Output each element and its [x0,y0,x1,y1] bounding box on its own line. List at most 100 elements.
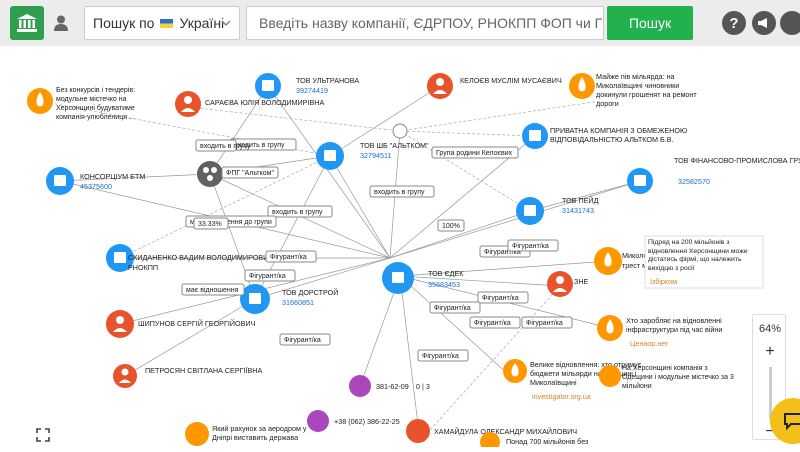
edge-tag-text: 100% [442,223,460,230]
edge-tag-participant: Фігурант/ка [279,333,331,346]
node-dorstroi[interactable]: ТОВ ДОРСТРОЙ 31660851 [240,284,338,314]
help-icon[interactable]: ? [722,11,746,35]
node-label: Майже пів мільярда: на Миколаївщині чино… [596,72,697,108]
bank-icon [529,130,541,141]
node-news-200mln[interactable]: Підряд на 200 мільйонів з відновлення Хе… [644,235,764,289]
edge-tag-text: Фігурант/ка [422,352,459,360]
node-label: ТОВ УЛЬТРАНОВА [296,76,359,85]
bank-icon [249,293,261,304]
chat-button[interactable] [770,398,800,444]
node-label: КОНСОРЦІУМ ЕТМ [80,172,145,181]
node-label: Миколо [622,251,647,260]
node-label: На Херсонщині компанія з Одещини і модул… [622,365,734,390]
zoom-level: 64% [758,323,782,335]
edge-tag-participant: Фігурант/ка [244,269,296,282]
bank-icon [634,175,646,186]
node-shypunov[interactable]: ШИПУНОВ СЕРГІЙ ГЕОРГІЙОВИЧ [106,310,256,338]
bank-icon [114,252,126,263]
node-altkom[interactable]: ТОВ ШБ "АЛЬТКОМ" 32794511 [316,141,429,170]
user-account-button[interactable] [48,8,74,38]
node-label: САРАЄВА ЮЛІЯ ВОЛОДИМИРІВНА [205,98,324,107]
bank-icon [262,80,274,91]
node-skydanenko[interactable]: СКИДАНЕНКО ВАДИМ ВОЛОДИМИРОВИЧ РНОКПП [106,244,273,272]
edge-tag-text: Фігурант/ка [270,253,307,261]
edge-tag-text: Фігурант/ка [474,319,511,327]
node-label: ЗНЕ [574,277,589,286]
edge-tag-pct-33: 33.33% [193,217,229,230]
edge-tag-text: Фігурант/ка [249,272,286,280]
ukraine-flag-icon [160,18,174,28]
node-label: Без конкурсів і тендерів: модульне місте… [56,87,136,121]
zoom-in-button[interactable]: + [765,343,775,360]
edge-tag-text: входить в групу [374,189,425,196]
node-phone-1[interactable]: 381-62-09 0 | 3 [349,375,430,397]
edge-tag-participant: Фігурант/ка [429,301,481,314]
node-news-dnipro[interactable]: Який рахунок за аеродром у Дніпрі вистав… [185,422,322,446]
node-news-big[interactable]: Велике відновлення: хто отримує бюджети … [503,359,642,401]
node-code: 39274419 [296,86,328,95]
edge-tag-entering-group: входить в групу [369,185,435,198]
flame-icon [36,92,44,107]
zoom-slider[interactable] [769,367,772,419]
home-logo-button[interactable] [10,6,44,40]
node-label: 381-62-09 [376,382,409,391]
node-code: 32794511 [360,151,391,160]
person-icon [116,316,124,324]
megaphone-icon[interactable] [752,11,776,35]
edge-tag-text: 33.33% [198,221,222,228]
user-icon [54,15,68,31]
bank-icon [17,14,37,32]
node-edk[interactable]: ТОВ ЄДЕК 35683453 [382,262,464,294]
bank-icon [324,150,336,161]
node-group-keloev[interactable]: Група родини Келоєвих [392,123,519,159]
node-extra: 0 | 3 [416,382,430,391]
node-ultranova[interactable]: ТОВ УЛЬТРАНОВА 39274419 [255,73,359,99]
node-label: Група родини Келоєвих [436,150,513,157]
node-khamaidula[interactable]: ХАМАЙДУЛА ОЛЕКСАНДР МИХАЙЛОВИЧ [406,419,577,443]
search-button[interactable]: Пошук [607,6,693,40]
graph-canvas[interactable]: ТОВ УЛЬТРАНОВА 39274419 САРАЄВА ЮЛІЯ ВОЛ… [0,46,800,452]
node-label: Хто заробляє на відновленні інфраструкту… [626,316,723,334]
node-phone-2[interactable]: +38 (062) 386-22-25 [307,410,400,432]
edge-tag-text: Фігурант/ка [526,319,563,327]
node-kelojev[interactable]: КЕЛОЄВ МУСЛІМ МУСАЄВИЧ [427,73,562,99]
node-saraieva[interactable]: САРАЄВА ЮЛІЯ ВОЛОДИМИРІВНА [175,91,324,117]
node-fpg-altkom[interactable]: ФПГ "Альтком" [197,161,279,187]
node-private-co[interactable]: ПРИВАТНА КОМПАНІЯ З ОБМЕЖЕНОЮ ВІДПОВІДАЛ… [522,123,690,149]
flame-icon [606,319,614,334]
bank-icon [392,272,404,283]
node-label: ПРИВАТНА КОМПАНІЯ З ОБМЕЖЕНОЮ ВІДПОВІДАЛ… [550,126,688,144]
fullscreen-icon[interactable] [36,428,52,444]
node-zne[interactable]: ЗНЕ [547,271,589,297]
edge-tag-has-rel: має відношення [181,283,245,296]
node-label: Який рахунок за аеродром у Дніпрі вистав… [212,424,307,442]
edge-tags: входить в групу входить в групу входить … [181,138,573,362]
node-konsortsium[interactable]: КОНСОРЦІУМ ЕТМ 45375600 [46,167,145,195]
node-label: ТОВ ДОРСТРОЙ [282,288,338,297]
edge-tag-pct-100: 100% [437,219,465,232]
relations-graph[interactable]: ТОВ УЛЬТРАНОВА 39274419 САРАЄВА ЮЛІЯ ВОЛ… [0,46,800,452]
edge-tag-text: входить в групу [234,142,285,149]
node-news-billion[interactable]: Майже пів мільярда: на Миколаївщині чино… [569,72,704,116]
edge-tag-participant: Фігурант/ка [265,250,317,263]
edge-tag-text: Фігурант/ка [484,248,521,256]
node-fin-altkom[interactable]: ТОВ ФІНАНСОВО-ПРОМИСЛОВА ГРУПА "АЛЬТКОМ"… [627,156,800,194]
country-select[interactable]: Пошук по Україні [84,6,240,40]
menu-icon[interactable] [780,11,800,35]
edge-tag-entering-group: входить в групу [195,139,251,152]
node-petrosian[interactable]: ПЕТРОСЯН СВІТЛАНА СЕРГІЇВНА [113,364,263,388]
node-code: 45375600 [80,182,112,191]
node-peid[interactable]: ТОВ ПЕЙД 31431743 [516,196,599,225]
node-news-kherson[interactable]: Без конкурсів і тендерів: модульне місте… [27,86,156,130]
node-news-restored[interactable]: Хто заробляє на відновленні інфраструкту… [597,315,736,348]
node-code: 31660851 [282,298,314,307]
flame-icon [511,363,519,377]
zoom-out-button[interactable]: − [765,423,775,440]
chat-icon [784,413,800,430]
megaphone-glyph [758,18,767,28]
edge-tag-participant: Фігурант/ка [417,349,469,362]
top-bar: Пошук по Україні Пошук ? [0,0,800,46]
node-news-odesa[interactable]: На Херсонщині компанія з Одещини і модул… [599,364,740,394]
search-input[interactable] [246,6,604,40]
node-label: ТОВ ЄДЕК [428,269,464,278]
